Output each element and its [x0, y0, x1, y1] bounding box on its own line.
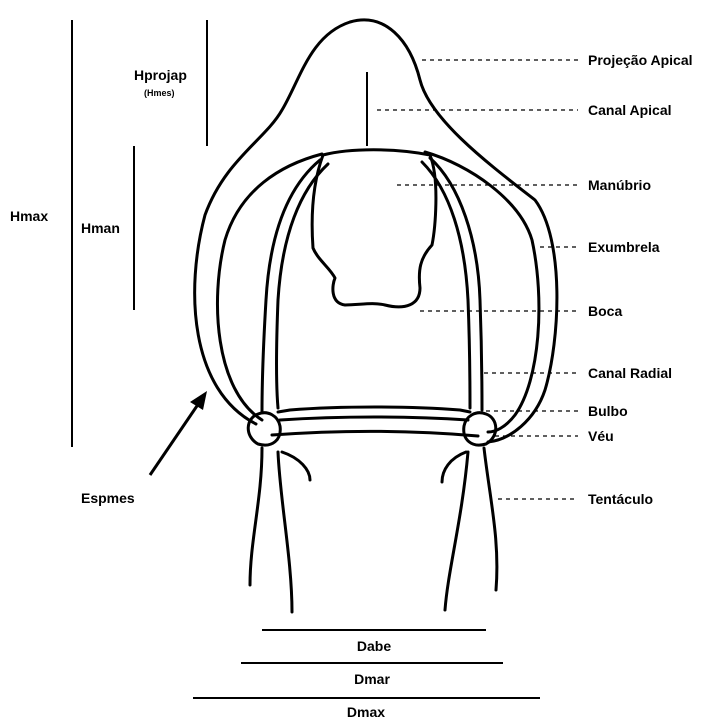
- label-bulbo: Bulbo: [588, 403, 628, 419]
- label-dmar: Dmar: [354, 671, 390, 687]
- label-canal-apical: Canal Apical: [588, 102, 672, 118]
- tentacle-right-inner: [445, 452, 468, 610]
- label-exumbrela: Exumbrela: [588, 239, 660, 255]
- label-dabe: Dabe: [357, 638, 391, 654]
- manubrio-shape: [312, 150, 436, 307]
- label-canal-radial: Canal Radial: [588, 365, 672, 381]
- label-hman: Hman: [81, 220, 120, 236]
- tentacle-center-left: [282, 452, 310, 480]
- radial-canal-left-inner: [277, 164, 329, 408]
- espmes-arrow-line: [150, 400, 201, 475]
- label-manubrio: Manúbrio: [588, 177, 651, 193]
- label-hprojap: Hprojap: [134, 67, 187, 83]
- radial-canal-right-inner: [422, 162, 470, 408]
- tentacle-left-outer: [250, 448, 262, 585]
- label-veu: Véu: [588, 428, 614, 444]
- tentacle-right-outer: [484, 448, 497, 590]
- bulbo-right: [464, 413, 496, 445]
- label-hmax: Hmax: [10, 208, 48, 224]
- radial-canal-left-outer: [262, 160, 320, 412]
- bulbo-left: [248, 413, 280, 445]
- velum: [272, 407, 478, 436]
- label-boca: Boca: [588, 303, 622, 319]
- label-espmes: Espmes: [81, 490, 135, 506]
- tentacle-center-right: [442, 452, 466, 482]
- label-hmes: (Hmes): [144, 88, 175, 98]
- label-projecao-apical: Projeção Apical: [588, 52, 693, 68]
- label-dmax: Dmax: [347, 704, 385, 720]
- umbrella-outline: [195, 20, 557, 442]
- tentacle-left-inner: [278, 452, 292, 612]
- label-tentaculo: Tentáculo: [588, 491, 653, 507]
- radial-canal-right-outer: [430, 158, 482, 410]
- espmes-arrowhead: [190, 391, 207, 410]
